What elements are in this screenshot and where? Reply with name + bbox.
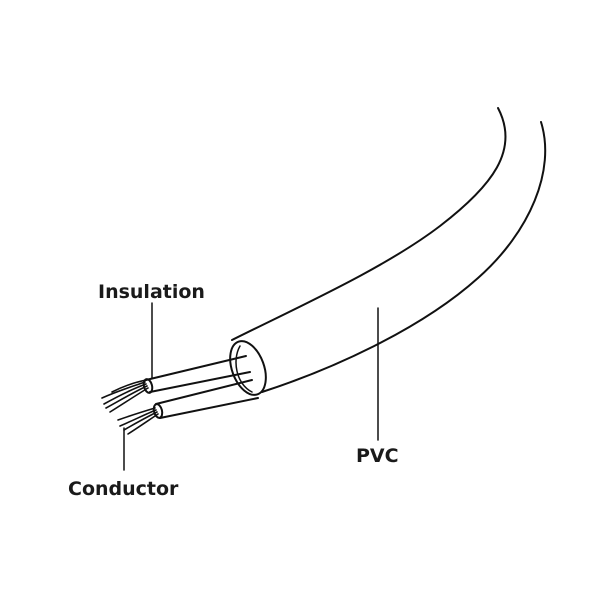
upper-wire-top-edge (145, 355, 247, 381)
lower-wire-bottom-edge (159, 397, 259, 419)
sheath-inner-rim (235, 345, 253, 393)
sheath-cut-end (229, 340, 267, 396)
upper-wire-bottom-edge (149, 371, 251, 393)
sheath-upper-edge (231, 107, 507, 341)
lower-wire-end (152, 403, 164, 419)
sheath-lower-edge (261, 121, 547, 393)
conductor-label: Conductor (68, 478, 179, 500)
insulated-wires (142, 355, 259, 419)
insulation-label: Insulation (98, 281, 205, 303)
lower-wire-top-edge (155, 379, 253, 405)
pvc-sheath (229, 107, 547, 396)
conductor-strands (101, 379, 159, 435)
pvc-label: PVC (356, 445, 399, 467)
